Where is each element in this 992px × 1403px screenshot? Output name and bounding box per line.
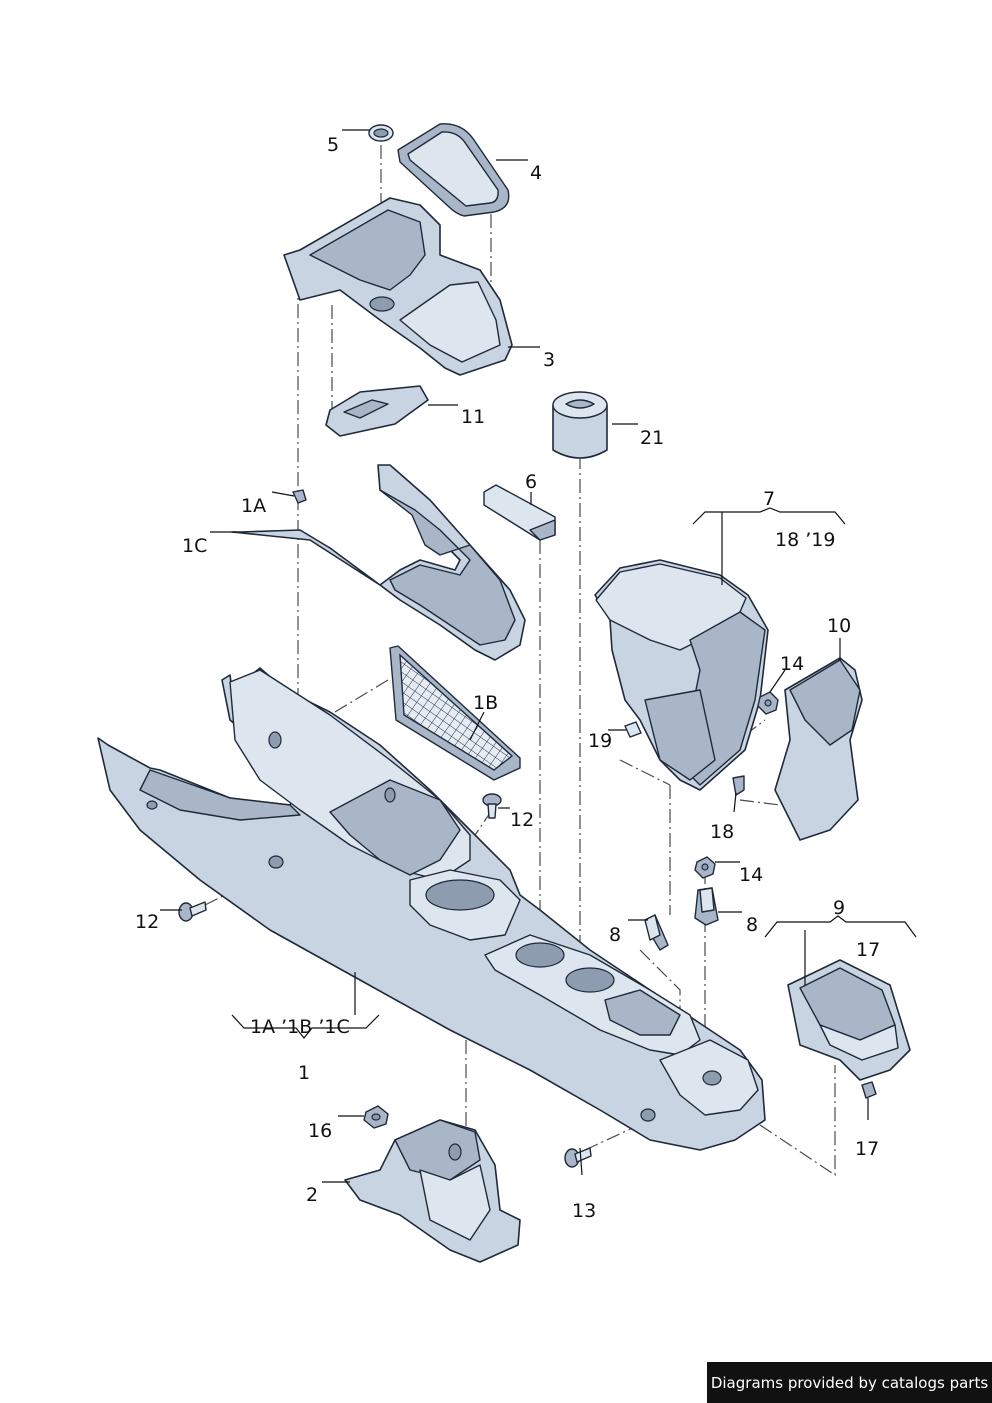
part-1b-mesh-net[interactable] <box>389 645 521 781</box>
callout-13: 13 <box>572 1200 596 1222</box>
part-14-nut-lower[interactable] <box>694 856 716 879</box>
part-2-lower-bracket[interactable] <box>344 1119 521 1263</box>
callout-16: 16 <box>308 1120 332 1142</box>
callout-14-upper: 14 <box>780 653 804 675</box>
callout-1b: 1B <box>473 692 498 714</box>
callout-11: 11 <box>461 406 485 428</box>
callout-1: 1 <box>298 1062 310 1084</box>
callout-1-sub: 1A ’1B ’1C <box>250 1016 350 1038</box>
part-8-bracket-right[interactable] <box>694 887 719 926</box>
part-4-trim-frame[interactable] <box>397 123 510 217</box>
part-19-clip[interactable] <box>624 721 642 738</box>
callout-21: 21 <box>640 427 664 449</box>
part-10-rear-cover[interactable] <box>774 657 863 841</box>
footer-text: Diagrams provided by catalogs parts <box>710 1373 989 1392</box>
part-12-screw-lower[interactable] <box>178 901 207 922</box>
callout-14-lower: 14 <box>739 864 763 886</box>
footer-credit: Diagrams provided by catalogs parts <box>707 1362 992 1403</box>
callout-18: 18 <box>710 821 734 843</box>
part-7-armrest[interactable] <box>594 559 769 791</box>
callout-7: 7 <box>763 488 775 510</box>
part-18-clip[interactable] <box>732 775 745 796</box>
part-11-bracket[interactable] <box>325 385 429 437</box>
callout-3: 3 <box>543 349 555 371</box>
callout-12-upper: 12 <box>510 809 534 831</box>
callout-9: 9 <box>833 897 845 919</box>
part-6-tray-strip[interactable] <box>483 484 556 541</box>
part-1c-trim-panel[interactable] <box>231 464 526 661</box>
part-17-clip[interactable] <box>861 1081 877 1099</box>
callout-17-upper: 17 <box>856 939 880 961</box>
callout-12-lower: 12 <box>135 911 159 933</box>
callout-19: 19 <box>588 730 612 752</box>
part-21-cup-insert[interactable] <box>552 391 608 459</box>
part-14-nut-upper[interactable] <box>757 691 779 715</box>
part-8-bracket-left[interactable] <box>644 914 669 951</box>
callout-1a: 1A <box>241 495 266 517</box>
callout-8-left: 8 <box>609 924 621 946</box>
callout-7-sub: 18 ’19 <box>775 529 835 551</box>
callout-2: 2 <box>306 1184 318 1206</box>
callout-1c: 1C <box>182 535 207 557</box>
leader-lines <box>160 129 917 1183</box>
callout-8-right: 8 <box>746 914 758 936</box>
part-9-storage-tray[interactable] <box>787 959 911 1081</box>
callout-5: 5 <box>327 134 339 156</box>
part-1a-clip[interactable] <box>292 489 307 504</box>
callout-17-lower: 17 <box>855 1138 879 1160</box>
callout-10: 10 <box>827 615 851 637</box>
part-1-center-console[interactable] <box>97 667 766 1151</box>
part-3-shifter-cover[interactable] <box>283 197 513 376</box>
callout-4: 4 <box>530 162 542 184</box>
part-13-screw[interactable] <box>564 1147 592 1168</box>
part-5-cap[interactable] <box>368 124 394 142</box>
callout-6: 6 <box>525 471 537 493</box>
part-16-nut[interactable] <box>363 1105 389 1129</box>
callout-labels: 5 4 3 11 21 6 7 18 ’19 1A 1C 10 14 1B 19… <box>135 134 880 1222</box>
part-12-screw-upper[interactable] <box>482 793 502 819</box>
